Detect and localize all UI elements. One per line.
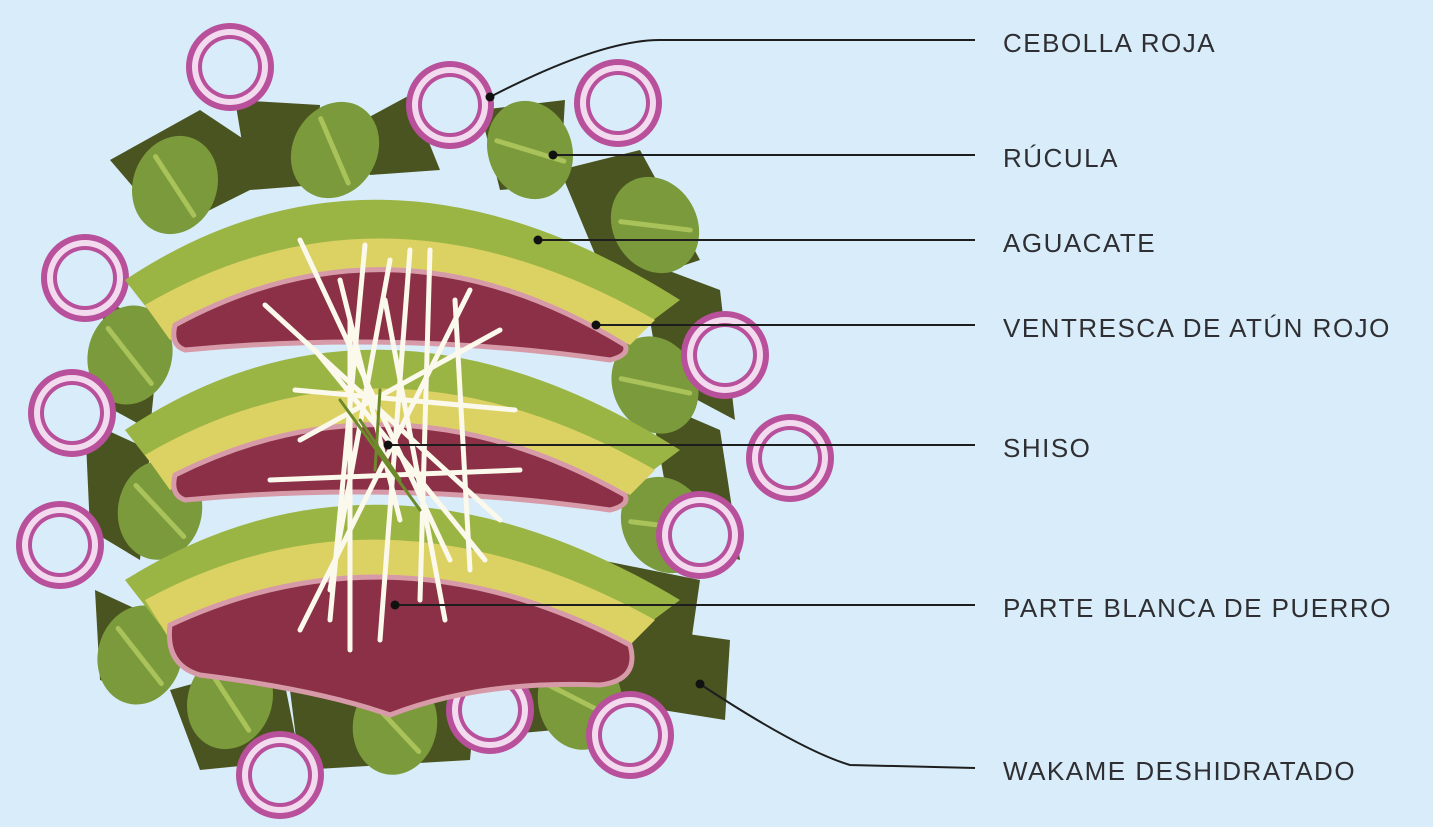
label-ventresca: VENTRESCA DE ATÚN ROJO [1003, 313, 1391, 343]
leader-dot-cebolla [486, 93, 495, 102]
leader-wakame [700, 684, 975, 768]
label-wakame: WAKAME DESHIDRATADO [1003, 756, 1356, 786]
leader-dot-shiso [384, 441, 393, 450]
labels: CEBOLLA ROJA RÚCULA AGUACATE VENTRESCA D… [1003, 28, 1392, 786]
label-shiso: SHISO [1003, 433, 1091, 463]
label-cebolla-roja: CEBOLLA ROJA [1003, 28, 1216, 58]
leader-cebolla [490, 40, 975, 97]
leader-dot-wakame [696, 680, 705, 689]
leader-dot-rucula [549, 151, 558, 160]
leader-dot-aguacate [534, 236, 543, 245]
label-aguacate: AGUACATE [1003, 228, 1156, 258]
leader-dot-ventresca [592, 321, 601, 330]
label-rucula: RÚCULA [1003, 143, 1119, 173]
label-puerro: PARTE BLANCA DE PUERRO [1003, 593, 1392, 623]
leader-dot-puerro [391, 601, 400, 610]
